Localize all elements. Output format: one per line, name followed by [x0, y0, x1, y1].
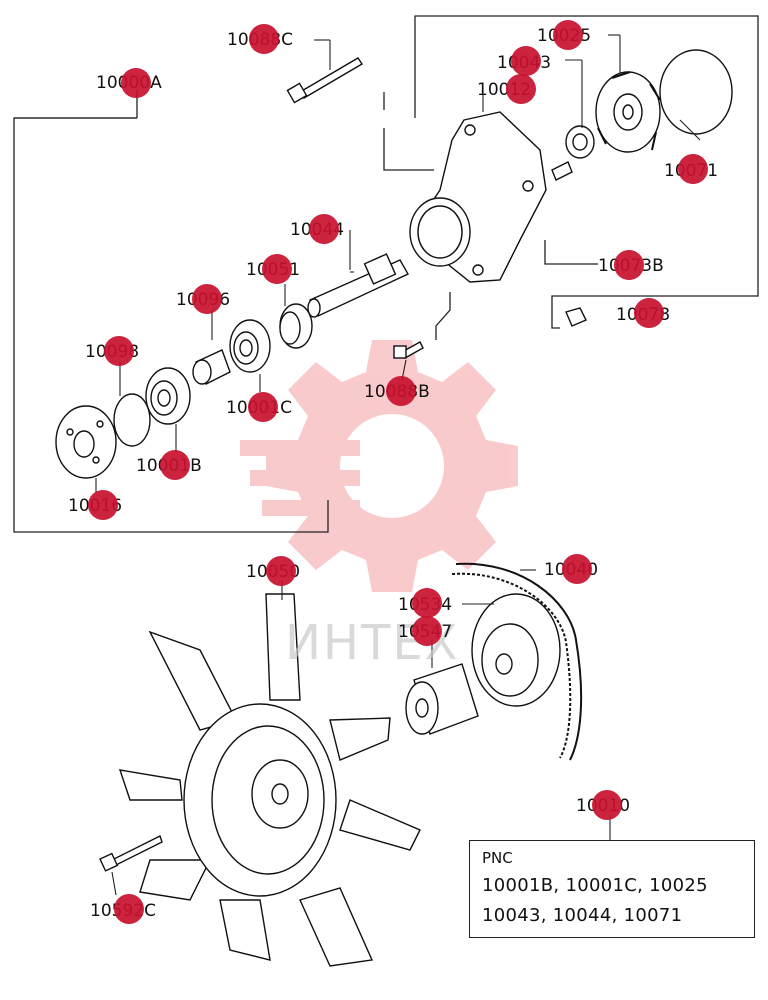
hotspot-10051[interactable] — [262, 254, 292, 284]
hotspot-10000a[interactable] — [121, 68, 151, 98]
hotspot-10098[interactable] — [104, 336, 134, 366]
pnc-box: PNC 10001B, 10001C, 10025 10043, 10044, … — [469, 840, 755, 938]
pulley-assembly — [405, 593, 561, 735]
hotspot-10534[interactable] — [412, 588, 442, 618]
assembly-frame — [13, 15, 759, 533]
hotspot-10088b[interactable] — [386, 376, 416, 406]
hotspot-10096[interactable] — [192, 284, 222, 314]
impeller-assembly — [551, 49, 733, 327]
pnc-title: PNC — [482, 849, 513, 867]
cooling-fan — [118, 593, 421, 967]
hotspot-10078[interactable] — [634, 298, 664, 328]
water-pump-housing — [409, 111, 547, 283]
pnc-line-1: 10001B, 10001C, 10025 — [482, 875, 708, 896]
hotspot-10001c[interactable] — [248, 392, 278, 422]
hotspot-10088c[interactable] — [249, 24, 279, 54]
hotspot-10547[interactable] — [412, 616, 442, 646]
hotspot-10001b[interactable] — [160, 450, 190, 480]
pump-shaft — [307, 253, 409, 318]
pnc-line-2: 10043, 10044, 10071 — [482, 905, 683, 926]
hotspot-10012[interactable] — [506, 74, 536, 104]
hotspot-10592c[interactable] — [114, 894, 144, 924]
hotspot-10071[interactable] — [678, 154, 708, 184]
hotspot-10010[interactable] — [592, 790, 622, 820]
hotspot-10050[interactable] — [266, 556, 296, 586]
hotspot-10040[interactable] — [562, 554, 592, 584]
bolts — [99, 57, 424, 872]
hotspot-10073b[interactable] — [614, 250, 644, 280]
leader-lines — [95, 34, 701, 896]
hotspot-10044[interactable] — [309, 214, 339, 244]
v-belt — [451, 562, 583, 761]
watermark-logo — [240, 340, 518, 592]
bearings — [55, 303, 313, 479]
hotspot-10043[interactable] — [511, 46, 541, 76]
hotspot-10016[interactable] — [88, 490, 118, 520]
hotspot-10025[interactable] — [553, 20, 583, 50]
